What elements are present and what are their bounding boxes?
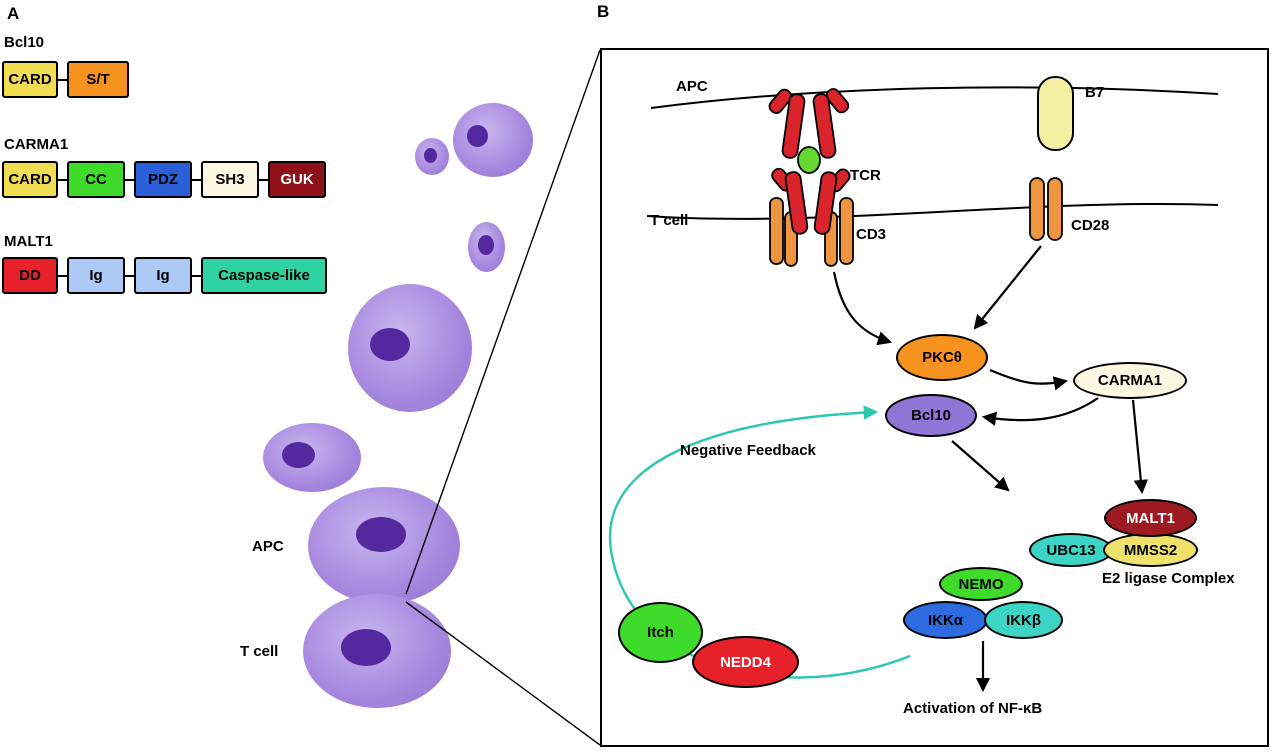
cell-nucleus <box>467 125 488 147</box>
domain-track-malt1: DD Ig Ig Caspase-like <box>2 257 327 294</box>
cd3-chain-icon <box>839 197 854 265</box>
domain-connector <box>192 178 201 181</box>
b7-molecule <box>1037 76 1074 151</box>
panel-b-label: B <box>597 2 610 21</box>
tcr-chain-icon <box>813 171 838 235</box>
tcr-chain-icon <box>784 171 809 235</box>
domain-dd: DD <box>2 257 58 294</box>
domain-ig2: Ig <box>134 257 192 294</box>
domain-connector <box>125 178 134 181</box>
domain-connector <box>58 274 67 277</box>
domain-connector <box>192 274 201 277</box>
arrow-carma1-to-bcl10 <box>981 397 1099 426</box>
malt1-node: MALT1 <box>1104 499 1197 537</box>
protein-name-carma1: CARMA1 <box>4 136 69 153</box>
peptide-icon <box>797 146 821 174</box>
cell-nucleus <box>424 148 437 163</box>
apc-membrane <box>650 86 1219 109</box>
cell-nucleus <box>356 517 406 552</box>
domain-pdz: PDZ <box>134 161 192 198</box>
domain-ig1: Ig <box>67 257 125 294</box>
mhc-chain-icon <box>812 93 837 159</box>
ubc13-node: UBC13 <box>1029 533 1113 567</box>
domain-connector <box>259 178 268 181</box>
ikk-alpha-node: IKKα <box>903 601 988 639</box>
arrow-pkc-to-carma1 <box>989 368 1069 391</box>
cd28-receptor <box>1029 177 1063 241</box>
b7-label: B7 <box>1085 84 1105 101</box>
cell <box>263 423 361 492</box>
cell <box>453 103 533 177</box>
tcell-cell <box>303 594 451 708</box>
carma1-node: CARMA1 <box>1073 362 1187 399</box>
apc-cell <box>308 487 460 604</box>
domain-card: CARD <box>2 61 58 98</box>
cell-nucleus <box>478 235 494 255</box>
mhc-horn-icon <box>768 88 793 114</box>
tcell-membrane-label: T cell <box>650 212 689 229</box>
arrow-cd28-to-pkc <box>973 245 1042 330</box>
ikk-beta-node: IKKβ <box>984 601 1063 639</box>
panel-a-label: A <box>7 4 20 23</box>
itch-node: Itch <box>618 602 703 663</box>
domain-cc: CC <box>67 161 125 198</box>
mhc-molecule <box>768 88 850 159</box>
tcell-cell-label: T cell <box>240 643 279 660</box>
cell-nucleus <box>282 442 315 468</box>
cd28-chain-icon <box>1047 177 1063 241</box>
cd3-label: CD3 <box>856 226 887 243</box>
cell-nucleus <box>341 629 391 666</box>
apc-cell-label: APC <box>252 538 284 555</box>
cell-nucleus <box>370 328 410 361</box>
tcr-label: TCR <box>850 167 881 184</box>
domain-connector <box>125 274 134 277</box>
cd3-complex <box>769 197 854 267</box>
tcr-receptor <box>771 167 851 235</box>
e2-ligase-complex-label: E2 ligase Complex <box>1102 570 1235 587</box>
domain-st: S/T <box>67 61 129 98</box>
protein-name-bcl10: Bcl10 <box>4 34 45 51</box>
domain-caspase-like: Caspase-like <box>201 257 327 294</box>
mhc-chain-icon <box>781 93 806 159</box>
nedd4-node: NEDD4 <box>692 636 799 688</box>
domain-card: CARD <box>2 161 58 198</box>
activation-nfkb-label: Activation of NF-κB <box>903 700 1043 717</box>
domain-sh3: SH3 <box>201 161 259 198</box>
zoom-line-bottom <box>405 601 601 746</box>
cell <box>468 222 505 272</box>
apc-membrane-label: APC <box>676 78 708 95</box>
pkc-theta-node: PKCθ <box>896 334 988 381</box>
cd28-label: CD28 <box>1071 217 1110 234</box>
domain-connector <box>58 78 67 81</box>
arrow-cd3-to-pkc <box>832 271 893 346</box>
bcl10-node: Bcl10 <box>885 394 977 437</box>
tcell-membrane <box>646 202 1219 220</box>
mhc-horn-icon <box>825 88 850 114</box>
cell <box>348 284 472 412</box>
nemo-node: NEMO <box>939 567 1023 601</box>
domain-guk: GUK <box>268 161 326 198</box>
negative-feedback-label: Negative Feedback <box>680 442 816 459</box>
cd28-chain-icon <box>1029 177 1045 241</box>
panel-b-frame <box>600 48 1269 747</box>
protein-name-malt1: MALT1 <box>4 233 53 250</box>
arrow-bcl10-to-complex <box>951 440 1010 492</box>
domain-track-carma1: CARD CC PDZ SH3 GUK <box>2 161 326 198</box>
arrow-carma1-to-malt1 <box>1131 399 1148 495</box>
domain-track-bcl10: CARD S/T <box>2 61 129 98</box>
cell <box>415 138 449 175</box>
domain-connector <box>58 178 67 181</box>
zoom-line-top <box>405 49 601 595</box>
mmss2-node: MMSS2 <box>1103 533 1198 567</box>
negative-feedback-arrow <box>609 405 911 679</box>
cd3-chain-icon <box>769 197 784 265</box>
